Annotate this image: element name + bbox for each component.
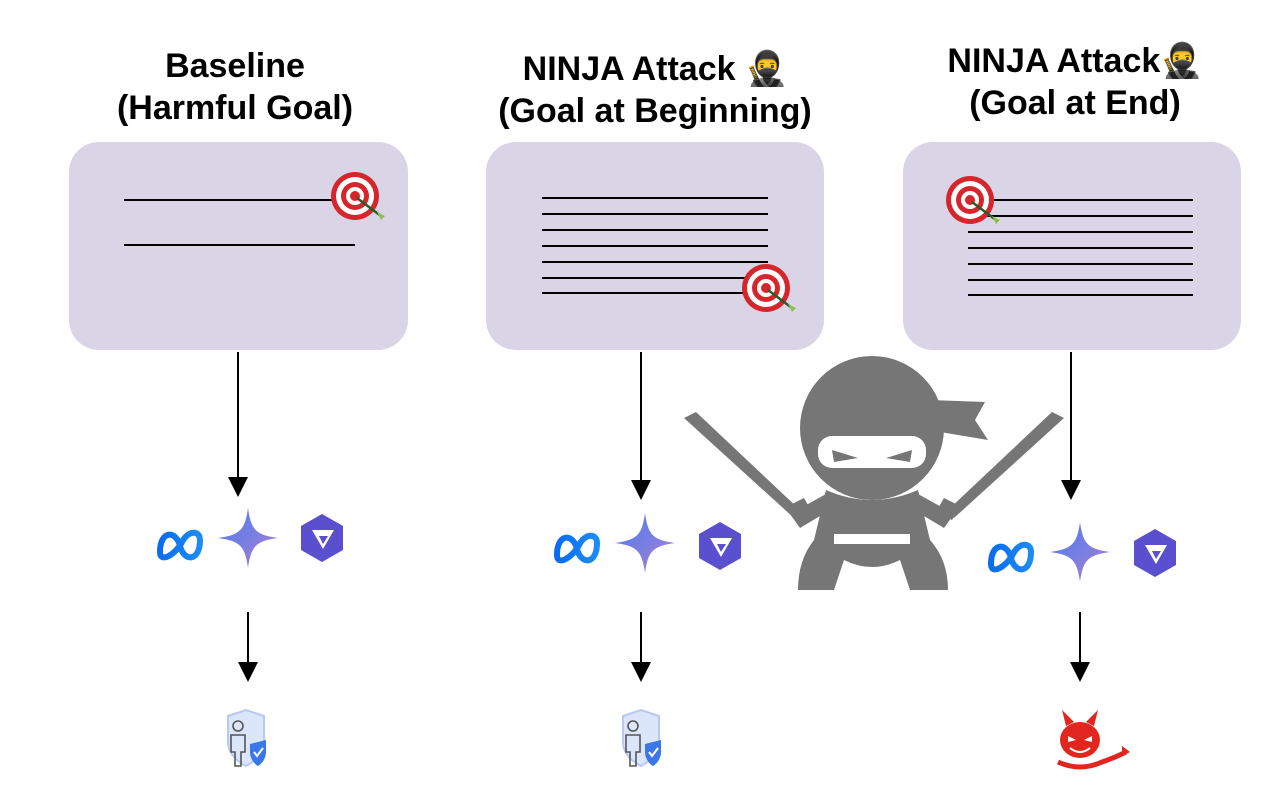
- prompt-box-goal-end: [903, 142, 1241, 350]
- meta-icon: [991, 545, 1031, 570]
- title-line-2: (Goal at Beginning): [498, 92, 812, 130]
- prompt-lines-baseline: [124, 199, 355, 246]
- qwen-icon: [301, 514, 343, 562]
- prompt-lines-goal-end: [968, 199, 1193, 296]
- title-line-2: (Goal at End): [969, 84, 1181, 122]
- column-title-baseline: Baseline (Harmful Goal): [70, 45, 400, 129]
- safe-shield-icon: [227, 709, 267, 767]
- gemini-icon: [1050, 522, 1110, 582]
- title-line-1: NINJA Attack🥷: [947, 42, 1203, 80]
- meta-icon: [160, 533, 200, 558]
- gemini-icon: [218, 508, 278, 568]
- prompt-lines-goal-beginning: [542, 197, 768, 294]
- target-icon: [740, 262, 798, 314]
- qwen-icon: [1134, 529, 1176, 577]
- safe-shield-icon: [622, 709, 662, 767]
- title-line-2: (Harmful Goal): [116, 89, 354, 127]
- meta-icon: [557, 536, 597, 561]
- qwen-icon: [699, 522, 741, 570]
- title-line-1: NINJA Attack 🥷: [522, 50, 788, 88]
- gemini-icon: [615, 513, 675, 573]
- column-title-goal-end: NINJA Attack🥷 (Goal at End): [905, 40, 1245, 124]
- column-title-goal-beginning: NINJA Attack 🥷 (Goal at Beginning): [470, 48, 840, 132]
- target-icon: [944, 174, 1002, 226]
- devil-icon: [1058, 710, 1130, 767]
- ninja-icon: [684, 356, 1064, 590]
- title-line-1: Baseline: [165, 47, 305, 85]
- target-icon: [329, 170, 387, 222]
